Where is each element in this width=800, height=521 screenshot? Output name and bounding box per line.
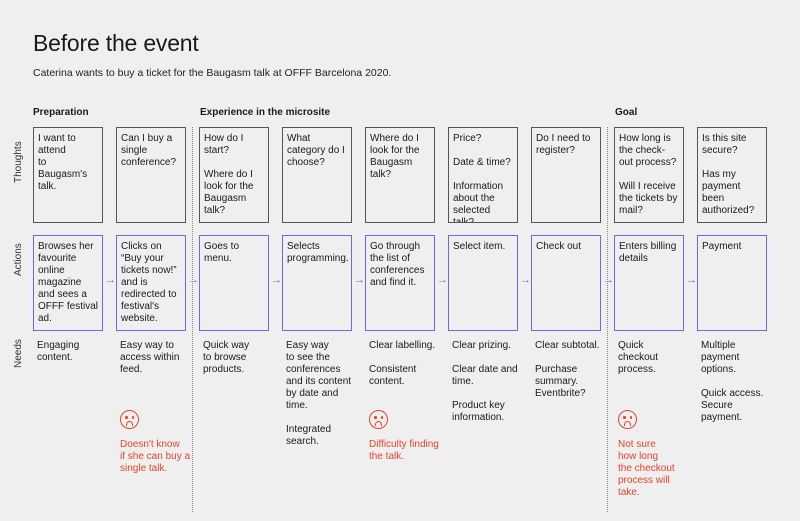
phase-preparation: Preparation — [33, 107, 89, 118]
arrow-icon: → — [271, 274, 282, 286]
need-text: Easy way to access within feed. — [120, 340, 180, 375]
page-subtitle: Caterina wants to buy a ticket for the B… — [33, 67, 392, 79]
pain-point-text: Difficulty finding the talk. — [369, 439, 439, 462]
arrow-icon: → — [603, 274, 614, 286]
need-text: Quick checkout process. — [618, 340, 659, 375]
need-text: Multiple payment options. Quick access. … — [701, 340, 764, 423]
action-card: Enters billing details — [614, 235, 684, 331]
action-card: Browses her favourite online magazine an… — [33, 235, 103, 331]
arrow-icon: → — [437, 274, 448, 286]
arrow-icon: → — [686, 274, 697, 286]
row-label-thoughts: Thoughts — [13, 141, 24, 183]
phase-goal: Goal — [615, 107, 638, 118]
sad-face-part — [380, 416, 384, 419]
arrow-icon: → — [105, 274, 116, 286]
sad-face-part — [629, 416, 633, 419]
action-card: Check out — [531, 235, 601, 331]
thought-card: I want to attend to Baugasm's talk. — [33, 127, 103, 223]
action-card: Selects programming. — [282, 235, 352, 331]
sad-face-part — [131, 416, 135, 419]
need-text: Quick way to browse products. — [203, 340, 250, 375]
phase-divider — [607, 127, 608, 512]
page-title: Before the event — [33, 30, 199, 56]
pain-point-text: Not sure how long the checkout process w… — [618, 439, 675, 498]
need-text: Engaging content. — [37, 340, 80, 363]
thought-card: Can I buy a single conference? — [116, 127, 186, 223]
sad-face-part — [623, 416, 626, 419]
sad-face-icon — [369, 410, 388, 429]
action-card: Clicks on “Buy your tickets now!” and is… — [116, 235, 186, 331]
thought-card: Is this site secure? Has my payment been… — [697, 127, 767, 223]
sad-face-part — [623, 421, 631, 426]
sad-face-part — [374, 416, 377, 419]
action-card: Select item. — [448, 235, 518, 331]
thought-card: Do I need to register? — [531, 127, 601, 223]
action-card: Payment — [697, 235, 767, 331]
action-card: Goes to menu. — [199, 235, 269, 331]
sad-face-icon — [120, 410, 139, 429]
thought-card: How do I start? Where do I look for the … — [199, 127, 269, 223]
arrow-icon: → — [520, 274, 531, 286]
thought-card: How long is the check-out process? Will … — [614, 127, 684, 223]
thought-card: Price? Date & time? Information about th… — [448, 127, 518, 223]
need-text: Clear prizing. Clear date and time. Prod… — [452, 340, 518, 423]
row-label-actions: Actions — [13, 243, 24, 276]
arrow-icon: → — [354, 274, 365, 286]
thought-card: Where do I look for the Baugasm talk? — [365, 127, 435, 223]
sad-face-part — [374, 421, 382, 426]
phase-divider — [192, 127, 193, 512]
need-text: Easy way to see the conferences and its … — [286, 340, 352, 447]
pain-point-text: Doesn't know if she can buy a single tal… — [120, 439, 191, 474]
action-card: Go through the list of conferences and f… — [365, 235, 435, 331]
sad-face-icon — [618, 410, 637, 429]
arrow-icon: → — [188, 274, 199, 286]
need-text: Clear labelling. Consistent content. — [369, 340, 436, 387]
sad-face-part — [125, 416, 128, 419]
row-label-needs: Needs — [13, 339, 24, 368]
sad-face-part — [125, 421, 133, 426]
phase-experience: Experience in the microsite — [200, 107, 331, 118]
need-text: Clear subtotal. Purchase summary. Eventb… — [535, 340, 600, 399]
thought-card: What category do I choose? — [282, 127, 352, 223]
